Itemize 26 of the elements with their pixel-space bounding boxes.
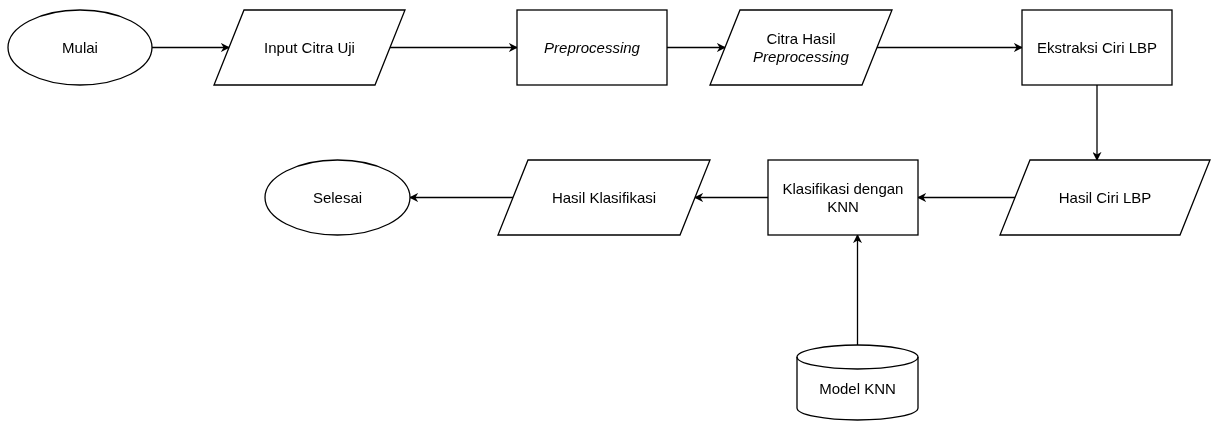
node-label: Citra Hasil Preprocessing [752, 29, 850, 66]
node-label: Model KNN [819, 380, 896, 398]
terminal-ellipse [265, 160, 410, 235]
arrow [876, 43, 1023, 52]
arrow [853, 234, 862, 346]
data-parallelogram [498, 160, 710, 235]
arrow [1092, 84, 1102, 161]
arrow [694, 193, 769, 202]
node-label: Ekstraksi Ciri LBP [1037, 38, 1157, 57]
node-label: Klasifikasi dengan KNN [781, 179, 905, 216]
node-label: Preprocessing [544, 38, 640, 57]
data-parallelogram [710, 10, 892, 85]
process-box [1022, 10, 1172, 85]
node-label: Input Citra Uji [264, 38, 355, 57]
arrow [389, 43, 518, 52]
data-parallelogram [214, 10, 405, 85]
node-label: Hasil Ciri LBP [1058, 188, 1152, 207]
node-label: Mulai [62, 38, 98, 57]
data-parallelogram [1000, 160, 1210, 235]
process-box [768, 160, 918, 235]
terminal-ellipse [8, 10, 152, 85]
arrow [409, 193, 514, 202]
node-label: Hasil Klasifikasi [551, 188, 657, 207]
process-box [517, 10, 667, 85]
node-label: Selesai [312, 188, 363, 207]
database-cylinder [797, 345, 918, 420]
